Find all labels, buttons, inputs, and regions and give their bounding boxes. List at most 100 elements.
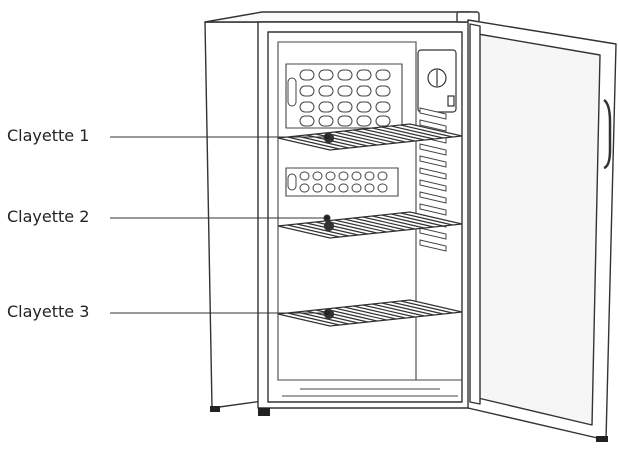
- shelf-handle-knob: [323, 220, 335, 232]
- side-rail: [419, 107, 447, 120]
- rear-foot-left: [210, 406, 220, 412]
- shelf-wire: [334, 131, 387, 145]
- plate-slot: [325, 183, 336, 193]
- callout-leader-dot: [323, 133, 331, 141]
- callout-leader-dot: [323, 214, 331, 222]
- plate-slot: [337, 101, 353, 113]
- plate-slot: [364, 183, 375, 193]
- shelf-wire: [362, 216, 415, 230]
- shelf-wire: [353, 305, 406, 319]
- feet: [210, 406, 608, 442]
- door-handle-icon: [603, 98, 612, 170]
- shelf-wire: [391, 125, 444, 139]
- plate-slot: [312, 171, 323, 181]
- shelf-wire: [381, 302, 434, 316]
- plate-slot: [318, 101, 334, 113]
- shelf-wire: [353, 129, 406, 143]
- plate-slot: [356, 85, 372, 97]
- shelf-wire: [372, 127, 425, 141]
- plate-slot: [299, 69, 315, 81]
- plate-slot: [287, 77, 297, 107]
- door-foot: [596, 436, 608, 442]
- side-rail: [419, 239, 447, 252]
- door: [467, 19, 617, 441]
- side-rail: [419, 179, 447, 192]
- side-rail: [419, 119, 447, 132]
- plate-slot: [325, 171, 336, 181]
- plate-slot: [375, 85, 391, 97]
- shelf-wire: [325, 308, 378, 322]
- callout-label-shelf-3: Clayette 3: [7, 302, 90, 321]
- shelf-wire: [334, 219, 387, 233]
- door-inner-edge: [469, 23, 481, 405]
- shelf-wire: [325, 132, 378, 146]
- side-rail: [419, 167, 447, 180]
- callout-label-shelf-1: Clayette 1: [7, 126, 90, 145]
- side-rail: [419, 227, 447, 240]
- shelf-wire: [391, 301, 444, 315]
- shelf-wire: [400, 124, 453, 138]
- shelf-wire: [287, 224, 340, 238]
- bottom-tray: [278, 379, 462, 397]
- plate-slot: [299, 183, 310, 193]
- plate-slot: [299, 101, 315, 113]
- plate-slot: [318, 69, 334, 81]
- plate-slot: [337, 85, 353, 97]
- plate-slot: [318, 115, 334, 127]
- evaporator-plate-lower: [285, 167, 399, 197]
- callout-leaders: [110, 133, 331, 317]
- plate-slot: [364, 171, 375, 181]
- shelf-wire: [343, 306, 397, 320]
- plate-slot: [318, 85, 334, 97]
- plate-slot: [356, 115, 372, 127]
- shelf-wire: [296, 223, 349, 237]
- shelf-wire: [362, 128, 415, 142]
- shelf-wire: [353, 217, 406, 231]
- shelf-wire: [287, 136, 340, 150]
- plate-slot: [287, 173, 297, 191]
- shelf-wire: [372, 303, 425, 317]
- side-rail: [419, 203, 447, 216]
- plate-slot: [337, 69, 353, 81]
- side-rail: [419, 191, 447, 204]
- plate-slot: [337, 115, 353, 127]
- plate-slot: [377, 171, 388, 181]
- thermostat-light: [447, 95, 455, 107]
- cabinet-top: [204, 11, 471, 23]
- shelf-wire: [287, 312, 340, 326]
- shelf-3: [277, 299, 463, 327]
- thermostat: [417, 49, 457, 113]
- plate-slot: [299, 115, 315, 127]
- plate-slot: [356, 69, 372, 81]
- shelf-wire: [296, 311, 349, 325]
- plate-slot: [375, 101, 391, 113]
- callout-leader-dot: [323, 309, 331, 317]
- plate-slot: [351, 183, 362, 193]
- plate-slot: [312, 183, 323, 193]
- shelf-wire: [372, 215, 425, 229]
- shelf-wire: [296, 135, 349, 149]
- evaporator-slots: [287, 69, 391, 193]
- front-foot-left: [258, 408, 270, 416]
- shelf-wire: [325, 220, 378, 234]
- plate-slot: [338, 171, 349, 181]
- side-rail: [419, 155, 447, 168]
- plate-slot: [338, 183, 349, 193]
- callout-label-shelf-2: Clayette 2: [7, 207, 90, 226]
- plate-slot: [375, 69, 391, 81]
- shelf-wire: [381, 214, 434, 228]
- shelf-2: [277, 211, 463, 239]
- shelf-wire: [334, 307, 387, 321]
- shelf-wire: [362, 304, 415, 318]
- shelf-wire: [400, 212, 453, 226]
- back-panel: [277, 41, 417, 381]
- plate-slot: [351, 171, 362, 181]
- plate-slot: [356, 101, 372, 113]
- shelf-wire: [391, 213, 444, 227]
- plate-slot: [375, 115, 391, 127]
- plate-slot: [377, 183, 388, 193]
- shelf-wire: [400, 300, 453, 314]
- side-rail: [419, 143, 447, 156]
